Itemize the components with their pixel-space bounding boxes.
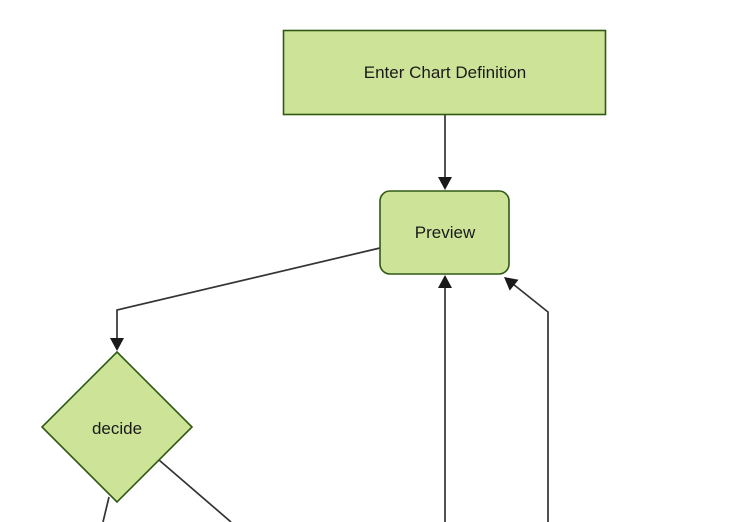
arrowhead-icon [438,177,452,190]
edge-enter-to-preview [438,114,452,190]
edge-decide-to-offscreen-left [102,496,110,522]
edge-offscreen-to-preview-corner [504,277,549,522]
edge-line [158,459,232,522]
rectangle-shape [282,29,607,116]
node-label: decide [92,419,142,438]
edge-offscreen-to-preview-bottom [438,275,452,522]
node-label: Preview [415,223,476,242]
node-enter-chart-definition: Enter Chart Definition [282,29,607,116]
node-label: Enter Chart Definition [364,63,527,82]
edge-line [102,496,110,522]
rounded-rectangle-shape [379,190,510,275]
edge-line [116,247,381,339]
edge-line [512,283,549,522]
arrowhead-icon [438,275,452,288]
arrowhead-icon [504,277,519,291]
edge-decide-to-offscreen-right [158,459,232,522]
edge-preview-to-decide [110,247,381,351]
node-decide: decide [40,350,194,504]
arrowhead-icon [110,338,124,351]
diamond-shape [40,350,194,504]
node-preview: Preview [379,190,510,275]
